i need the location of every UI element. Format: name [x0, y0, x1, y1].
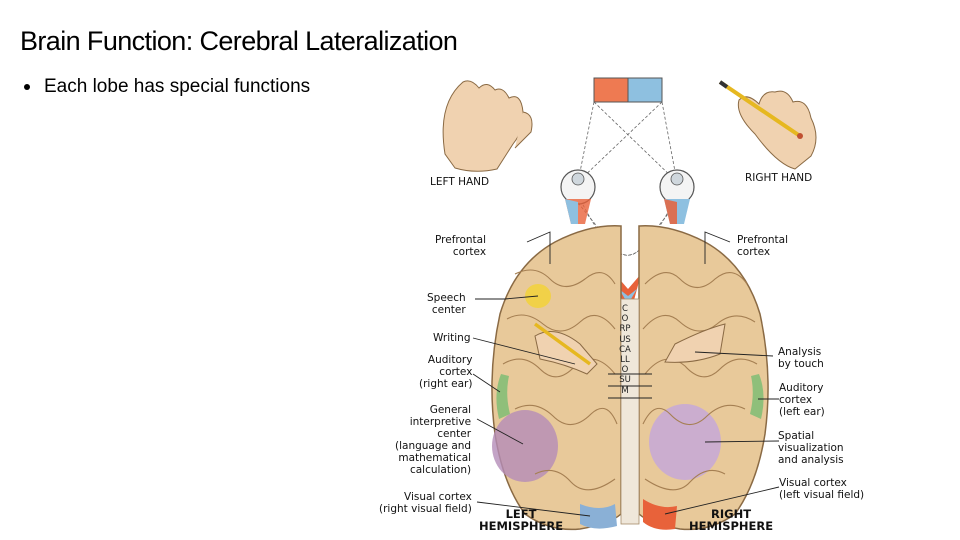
bullet-icon: [24, 84, 30, 90]
label-left-hemisphere: LEFT HEMISPHERE: [479, 507, 564, 533]
label-corpus-callosum: CORPUS CALLOSUM: [619, 304, 631, 396]
auditory-left-region: [496, 374, 510, 419]
interpretive-region: [492, 410, 558, 482]
bullet-item: Each lobe has special functions: [24, 76, 310, 98]
visual-left-region: [580, 504, 617, 529]
corpus-callosum: [620, 298, 640, 525]
left-visual-field-box: [593, 77, 629, 103]
brain-lateralization-figure: LEFT HAND RIGHT HAND Prefrontal cortex P…: [375, 74, 880, 540]
leader-lines: [472, 231, 780, 517]
label-general-interpretive: General interpretive center (language an…: [395, 404, 472, 476]
label-spatial: Spatial visualization and analysis: [778, 430, 844, 466]
right-eye: [659, 169, 695, 224]
bullet-text: Each lobe has special functions: [44, 76, 311, 97]
brain-illustration: [442, 77, 817, 531]
label-auditory-right: Auditory cortex (left ear): [779, 382, 825, 418]
slide-title: Brain Function: Cerebral Lateralization: [20, 26, 458, 56]
label-prefrontal-right: Prefrontal cortex: [737, 234, 789, 258]
visual-right-region: [643, 499, 677, 530]
label-right-hemisphere: RIGHT HEMISPHERE: [689, 507, 774, 533]
label-right-hand: RIGHT HAND: [745, 172, 813, 184]
label-auditory-left: Auditory cortex (right ear): [419, 354, 473, 390]
right-hemisphere: [638, 225, 769, 531]
label-analysis-touch: Analysis by touch: [778, 346, 824, 370]
left-hand-illustration: [442, 80, 533, 172]
writing-hand-icon: [534, 331, 598, 375]
label-visual-left: Visual cortex (right visual field): [379, 491, 472, 515]
label-prefrontal-left: Prefrontal cortex: [435, 234, 487, 258]
label-left-hand: LEFT HAND: [430, 176, 490, 188]
spatial-region: [649, 404, 721, 480]
auditory-right-region: [750, 374, 764, 419]
label-speech-center: Speech center: [427, 292, 466, 316]
right-hand-illustration: [718, 80, 817, 170]
left-hemisphere: [491, 225, 622, 531]
label-visual-right: Visual cortex (left visual field): [779, 477, 865, 501]
left-eye: [560, 169, 596, 224]
right-visual-field-box: [627, 77, 663, 103]
brain-hemispheres: [491, 225, 769, 531]
label-writing: Writing: [433, 332, 471, 344]
